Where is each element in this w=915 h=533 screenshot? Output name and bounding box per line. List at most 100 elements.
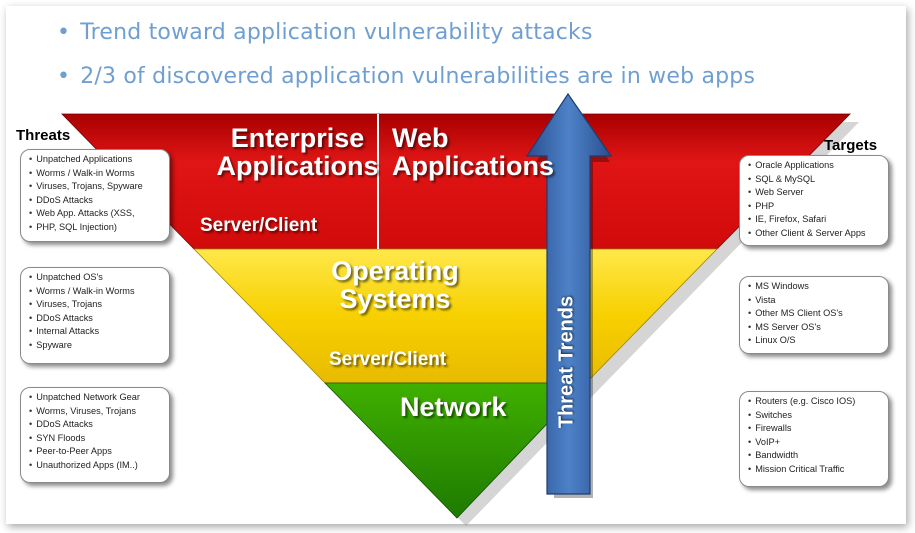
list-item-text: DDoS Attacks <box>36 312 93 323</box>
list-item-text: Unpatched Network Gear <box>36 392 140 402</box>
list-item-text: Vista <box>755 294 776 305</box>
list-bullet: • <box>29 194 33 205</box>
list-item-text: DDoS Attacks <box>36 194 93 205</box>
box-list-item: •Worms / Walk-in Worms <box>29 167 163 181</box>
list-item-text: Unpatched Applications <box>36 154 133 164</box>
list-item-text: Other MS Client OS's <box>755 308 843 319</box>
list-bullet: • <box>29 446 33 457</box>
list-item-text: PHP, SQL Injection) <box>36 221 117 232</box>
list-item-text: PHP <box>755 200 775 211</box>
bullet-text-1: Trend toward application vulnerability a… <box>80 20 593 45</box>
box-list-item: •Peer-to-Peer Apps <box>29 445 163 459</box>
list-bullet: • <box>29 299 33 310</box>
list-bullet: • <box>748 281 752 291</box>
box-list-item: •Web Server <box>748 186 882 200</box>
list-bullet: • <box>29 459 33 470</box>
threat-trends-label: Threat Trends <box>555 295 578 429</box>
box-list-item: •Unpatched Applications <box>29 153 163 167</box>
list-item-text: Firewalls <box>755 423 792 434</box>
list-item-text: Linux O/S <box>755 335 796 346</box>
box-list-item: •MS Server OS's <box>748 321 882 335</box>
list-bullet: • <box>748 450 752 461</box>
box-list-item: •DDoS Attacks <box>29 418 163 432</box>
box-list-item: •Vista <box>748 294 882 308</box>
list-bullet: • <box>29 285 33 296</box>
box-list-item: •MS Windows <box>748 280 882 294</box>
list-item-text: Unauthorized Apps (IM..) <box>36 459 138 470</box>
list-item-text: Other Client & Server Apps <box>755 227 866 238</box>
box-list-item: •Unauthorized Apps (IM..) <box>29 459 163 473</box>
list-bullet: • <box>748 321 752 332</box>
list-item-text: Peer-to-Peer Apps <box>36 446 112 457</box>
list-item-text: IE, Firefox, Safari <box>755 214 827 225</box>
list-item-text: DDoS Attacks <box>36 419 93 430</box>
box-list-item: •IE, Firefox, Safari <box>748 213 882 227</box>
os-label-line1: Operating <box>331 256 459 286</box>
list-bullet: • <box>29 167 33 178</box>
os-label-line2: Systems <box>339 284 451 315</box>
list-bullet: • <box>29 339 33 350</box>
list-item-text: Web App. Attacks (XSS, <box>36 208 135 219</box>
list-item-text: Worms, Viruses, Trojans <box>36 405 136 416</box>
list-bullet: • <box>29 221 33 232</box>
box-list-item: •SYN Floods <box>29 432 163 446</box>
box-list-item: •Linux O/S <box>748 334 882 348</box>
list-bullet: • <box>748 436 752 447</box>
box-list-item: •Spyware <box>29 339 163 353</box>
list-bullet: • <box>29 312 33 323</box>
list-item-text: SYN Floods <box>36 432 86 443</box>
box-list-item: •Unpatched Network Gear <box>29 391 163 405</box>
list-item-text: Mission Critical Traffic <box>755 463 845 474</box>
bullet-marker: • <box>57 64 71 89</box>
targets-network-box: •Routers (e.g. Cisco IOS)•Switches•Firew… <box>739 391 889 487</box>
targets-title: Targets <box>824 137 878 154</box>
box-list-item: •DDoS Attacks <box>29 194 163 208</box>
list-bullet: • <box>748 227 752 238</box>
threats-network-box: •Unpatched Network Gear•Worms, Viruses, … <box>20 387 170 483</box>
threats-applications-box: •Unpatched Applications•Worms / Walk-in … <box>20 149 170 242</box>
list-item-text: Routers (e.g. Cisco IOS) <box>755 396 856 406</box>
list-bullet: • <box>748 308 752 319</box>
list-bullet: • <box>748 335 752 346</box>
server-client-label-applications: Server/Client <box>200 215 318 236</box>
targets-applications-box: •Oracle Applications•SQL & MySQL•Web Ser… <box>739 155 889 246</box>
enterprise-applications-label: Enterprise Applications <box>205 124 390 181</box>
list-item-text: MS Server OS's <box>755 321 821 332</box>
web-label-line1: Web <box>392 123 449 153</box>
box-list-item: •Mission Critical Traffic <box>748 463 882 477</box>
list-bullet: • <box>748 187 752 198</box>
enterprise-label-line2: Applications <box>216 151 379 182</box>
box-list-item: •Switches <box>748 409 882 423</box>
list-bullet: • <box>29 208 33 219</box>
list-bullet: • <box>29 181 33 192</box>
list-item-text: Viruses, Trojans, Spyware <box>36 181 143 192</box>
threats-title: Threats <box>16 127 71 144</box>
web-applications-label: Web Applications <box>392 124 554 181</box>
list-bullet: • <box>748 160 752 170</box>
list-item-text: Worms / Walk-in Worms <box>36 285 135 296</box>
list-bullet: • <box>29 154 33 164</box>
list-bullet: • <box>29 392 33 402</box>
box-list-item: •PHP, SQL Injection) <box>29 221 163 235</box>
threats-os-box: •Unpatched OS's•Worms / Walk-in Worms•Vi… <box>20 267 170 364</box>
box-list-item: •VoIP+ <box>748 436 882 450</box>
bullet-text-2: 2/3 of discovered application vulnerabil… <box>80 64 756 89</box>
list-bullet: • <box>29 405 33 416</box>
box-list-item: •Routers (e.g. Cisco IOS) <box>748 395 882 409</box>
box-list-item: •Other MS Client OS's <box>748 307 882 321</box>
enterprise-label-line1: Enterprise <box>230 123 365 153</box>
list-bullet: • <box>748 294 752 305</box>
targets-os-box: •MS Windows•Vista•Other MS Client OS's•M… <box>739 276 889 354</box>
list-bullet: • <box>29 432 33 443</box>
list-bullet: • <box>748 214 752 225</box>
network-label: Network <box>400 392 507 422</box>
box-list-item: •Oracle Applications <box>748 159 882 173</box>
list-item-text: Spyware <box>36 339 72 350</box>
bullet-marker: • <box>57 20 71 45</box>
bullet-point-2: • 2/3 of discovered application vulnerabi… <box>57 64 755 89</box>
bullet-point-1: • Trend toward application vulnerability … <box>57 20 593 45</box>
list-bullet: • <box>29 419 33 430</box>
box-list-item: •DDoS Attacks <box>29 312 163 326</box>
list-bullet: • <box>748 173 752 184</box>
web-label-line2: Applications <box>392 151 555 182</box>
